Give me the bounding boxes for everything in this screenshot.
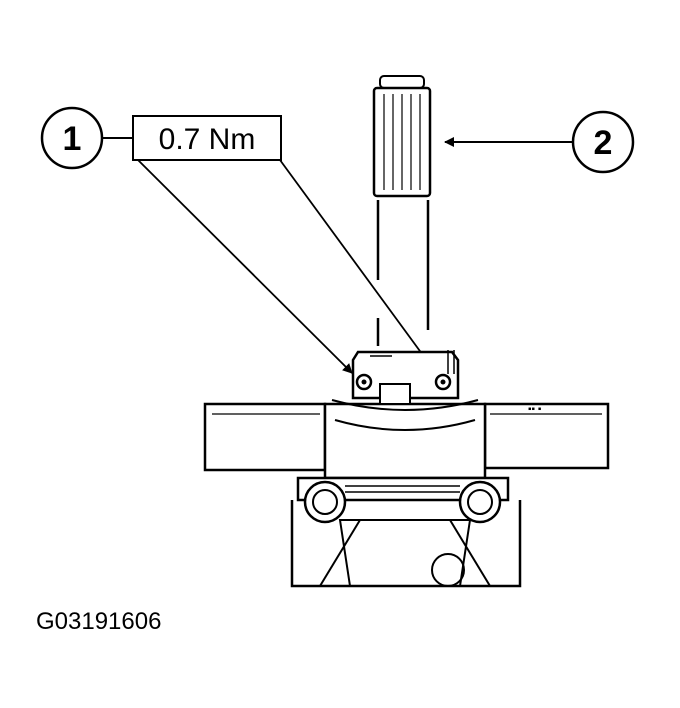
callout-2: 2 (444, 110, 635, 174)
leader-line-left-screw (137, 159, 353, 374)
torx-bit-tool (372, 75, 432, 346)
housing-boss-right (458, 480, 502, 524)
callout-1: 1 (40, 106, 133, 170)
torque-spec: 0.7 Nm (132, 115, 282, 161)
lock-housing: ▪▪ ▪ (203, 350, 610, 588)
figure-id: G03191606 (36, 608, 162, 635)
leader-line-right-screw (279, 159, 437, 374)
screw-right (434, 373, 452, 391)
screw-left (355, 373, 373, 391)
torque-value: 0.7 Nm (159, 123, 256, 156)
callout-1-label: 1 (63, 120, 82, 158)
svg-text:▪▪ ▪: ▪▪ ▪ (528, 404, 542, 415)
housing-boss-left (303, 480, 347, 524)
callout-2-label: 2 (594, 124, 613, 162)
